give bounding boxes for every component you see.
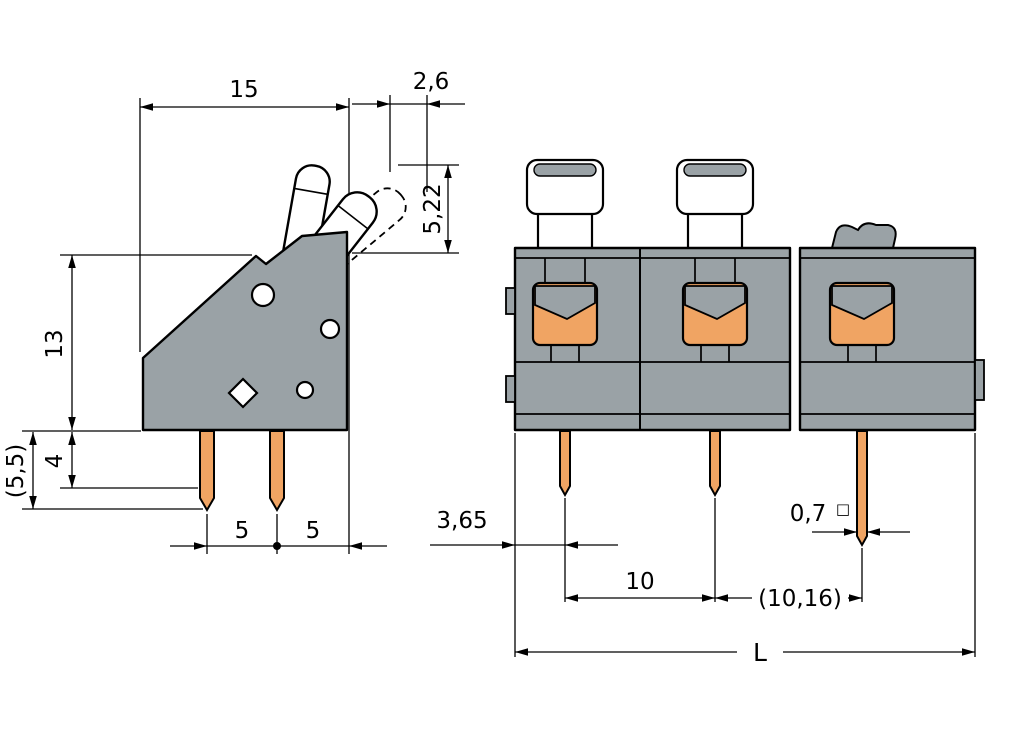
solder-pins-front: [559, 430, 868, 548]
push-button-2: [675, 158, 755, 252]
dim-overall-width: 15: [140, 77, 349, 111]
dim-bottom-pitch: 5 5: [170, 518, 387, 550]
clamp-spring: [534, 285, 596, 321]
square-symbol: □: [836, 500, 850, 518]
pivot-hole: [250, 282, 276, 308]
dim-body-height: 13: [42, 255, 76, 430]
dim-pin-cross-section: 0,7 □: [790, 500, 910, 536]
dim-label-body-height: 13: [42, 329, 68, 358]
housing-side-details: [227, 282, 341, 409]
dim-label-pitch-right: 5: [306, 518, 321, 544]
solder-pin: [199, 430, 215, 512]
end-unit-latch: [830, 222, 897, 249]
dim-label-pitch: 10: [625, 569, 654, 595]
dim-label-lever-tip-width: 2,6: [413, 69, 450, 95]
button-cap-band: [683, 163, 747, 177]
side-view: 15 2,6 5,22 13 4: [3, 69, 465, 554]
clamp-unit-1: [531, 281, 599, 362]
housing-front-details: [505, 248, 985, 430]
solder-pins-side: [199, 430, 285, 512]
dim-label-pin-total-length: (5,5): [3, 444, 29, 499]
side-tab: [505, 375, 516, 403]
dim-pitch: 10: [565, 569, 715, 602]
dim-label-pitch-left: 5: [235, 518, 250, 544]
housing-side: [141, 230, 349, 432]
side-extension-lines: [22, 95, 459, 554]
dim-label-overall-width: 15: [229, 77, 258, 103]
dim-pin-length: 4: [42, 432, 76, 488]
side-tab: [505, 287, 516, 315]
dim-label-edge-offset: 3,65: [436, 508, 487, 534]
dim-label-lever-tip-height: 5,22: [420, 183, 446, 234]
clamp-unit-3: [828, 281, 896, 362]
dim-label-overall-length: L: [753, 638, 767, 667]
side-tab: [974, 359, 985, 401]
side-hole-upper: [319, 318, 341, 340]
dim-label-pitch-alt: (10,16): [758, 586, 842, 612]
dim-overall-length: L: [515, 638, 975, 667]
dim-pin-total-length: (5,5): [3, 432, 37, 509]
push-button-1: [525, 158, 605, 252]
clamp-spring: [831, 285, 893, 321]
dim-label-pin-length: 4: [42, 454, 68, 469]
clamp-unit-2: [681, 281, 749, 362]
solder-pin: [709, 430, 721, 498]
center-dot: [273, 542, 281, 550]
dim-label-pin-cross-section: 0,7: [790, 501, 827, 527]
dim-lever-tip-width: 2,6: [352, 69, 465, 108]
solder-pin: [856, 430, 868, 548]
dim-pitch-alt: (10,16): [715, 586, 862, 612]
clamp-spring: [684, 285, 746, 321]
front-view: 3,65 10 (10,16) 0,7 □ L: [430, 158, 985, 667]
button-cap-band: [533, 163, 597, 177]
solder-pin: [559, 430, 571, 498]
dim-edge-offset: 3,65: [430, 508, 618, 549]
side-hole-lower: [295, 380, 315, 400]
diamond-hole: [227, 377, 259, 409]
dim-lever-tip-height: 5,22: [420, 165, 452, 253]
solder-pin: [269, 430, 285, 512]
